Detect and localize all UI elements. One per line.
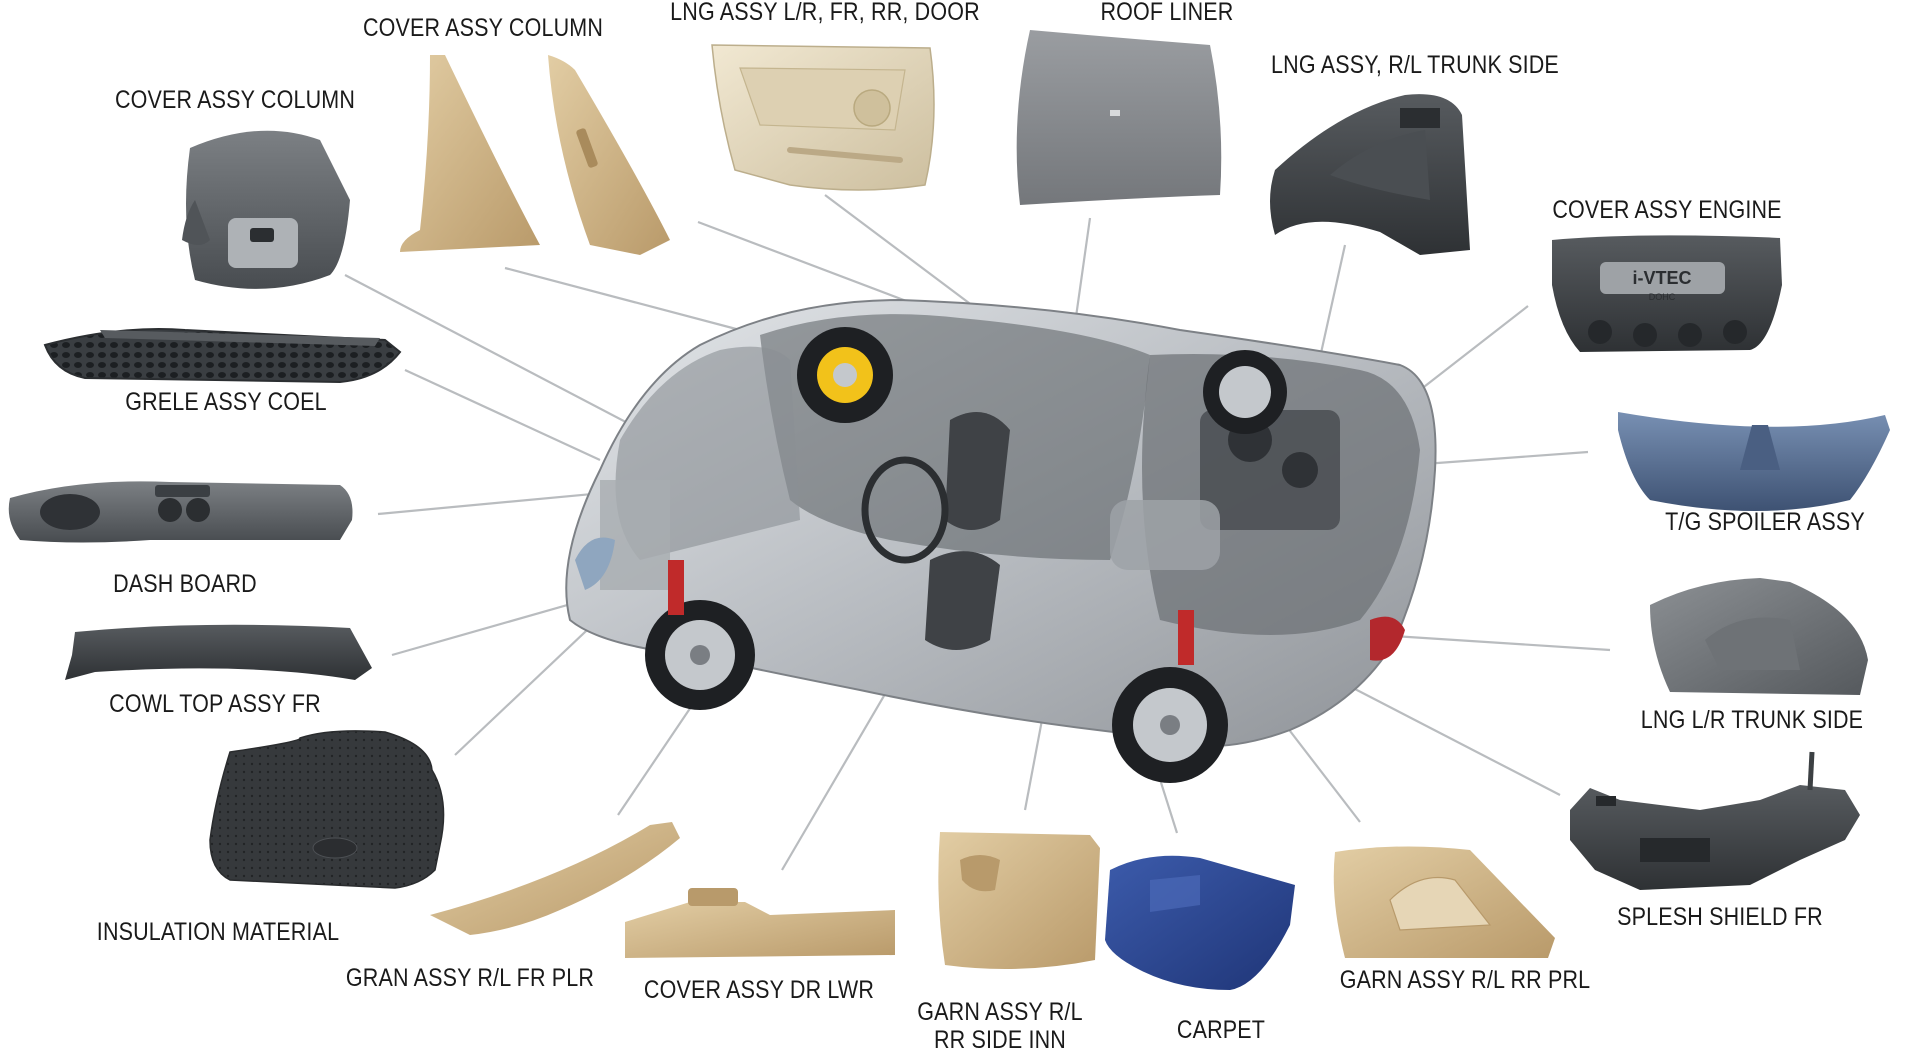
steering-wheel [861,456,949,564]
engine-badge-subtext: DOHC [1649,292,1676,302]
label-grele-assy-coel: GRELE ASSY COEL [125,387,327,415]
part-garn-assy-rr-side-inn [938,832,1100,969]
part-roof-liner [1016,30,1222,205]
leader-tg-spoiler-assy [1409,450,1589,467]
wheel-front-left [645,600,755,710]
label-carpet: CARPET [1177,1015,1265,1043]
part-cowl-top-assy-fr [65,624,372,680]
label-cowl-top-assy-fr: COWL TOP ASSY FR [109,689,321,717]
label-insulation-material: INSULATION MATERIAL [97,917,339,945]
part-labels: COVER ASSY COLUMN LNG ASSY L/R, FR, RR, … [97,0,1865,1050]
seat-right [925,551,1000,650]
part-tg-spoiler-assy [1618,412,1890,511]
label-lng-assy-trunk-side: LNG ASSY, R/L TRUNK SIDE [1271,50,1559,78]
wheel-rear-right [1203,350,1287,434]
leader-cover-assy-column-b [504,266,741,332]
label-garn-assy-rr-prl: GARN ASSY R/L RR PRL [1340,965,1591,993]
spring-rear [1178,610,1194,665]
leader-cover-assy-column-c [697,220,931,312]
part-gran-assy-fr-plr [430,822,680,935]
part-lng-lr-trunk-side [1650,578,1868,695]
label-cover-assy-dr-lwr: COVER ASSY DR LWR [644,975,874,1003]
transmission [1110,500,1220,570]
cutaway-car [565,298,1437,783]
wheel-rear-left [1112,667,1228,783]
seat-left [945,412,1010,530]
part-garn-assy-rr-prl [1333,846,1555,958]
label-garn-assy-rr-side-inn-line1: GARN ASSY R/L [917,997,1082,1025]
part-cover-assy-engine: i-VTEC DOHC [1552,235,1782,352]
label-dash-board: DASH BOARD [113,569,257,597]
spring-front [668,560,684,615]
engine-block [1200,410,1340,530]
label-roof-liner: ROOF LINER [1100,0,1233,25]
part-cover-assy-column-gray [182,130,350,289]
taillight [1370,616,1405,661]
part-grele-assy-coel [43,328,402,384]
radiator [600,480,670,590]
label-garn-assy-rr-side-inn-line2: RR SIDE INN [934,1025,1066,1050]
label-gran-assy-fr-plr: GRAN ASSY R/L FR PLR [346,963,594,991]
part-lng-assy-trunk-side [1270,94,1470,256]
label-lng-lr-trunk-side: LNG L/R TRUNK SIDE [1641,705,1863,733]
label-cover-assy-engine: COVER ASSY ENGINE [1552,195,1781,223]
label-splesh-shield-fr: SPLESH SHIELD FR [1617,902,1823,930]
part-lng-assy-door [711,44,935,191]
wheel-front-right [797,327,893,423]
engine-badge-text: i-VTEC [1632,268,1691,288]
part-carpet [1105,855,1295,990]
part-splesh-shield-fr [1570,751,1860,890]
leader-grele-assy-coel [404,369,601,461]
part-cover-assy-dr-lwr [625,888,895,958]
label-tg-spoiler-assy: T/G SPOILER ASSY [1665,507,1865,535]
engine-detail [1282,452,1318,488]
part-insulation-material [209,730,445,889]
part-dash-board [8,481,353,543]
label-lng-assy-door: LNG ASSY L/R, FR, RR, DOOR [670,0,980,25]
label-cover-assy-column-b: COVER ASSY COLUMN [363,13,603,41]
leader-cover-assy-column-a [344,274,661,441]
label-cover-assy-column-a: COVER ASSY COLUMN [115,85,355,113]
part-cover-assy-column-pillars [400,55,670,255]
headlight [575,537,615,590]
